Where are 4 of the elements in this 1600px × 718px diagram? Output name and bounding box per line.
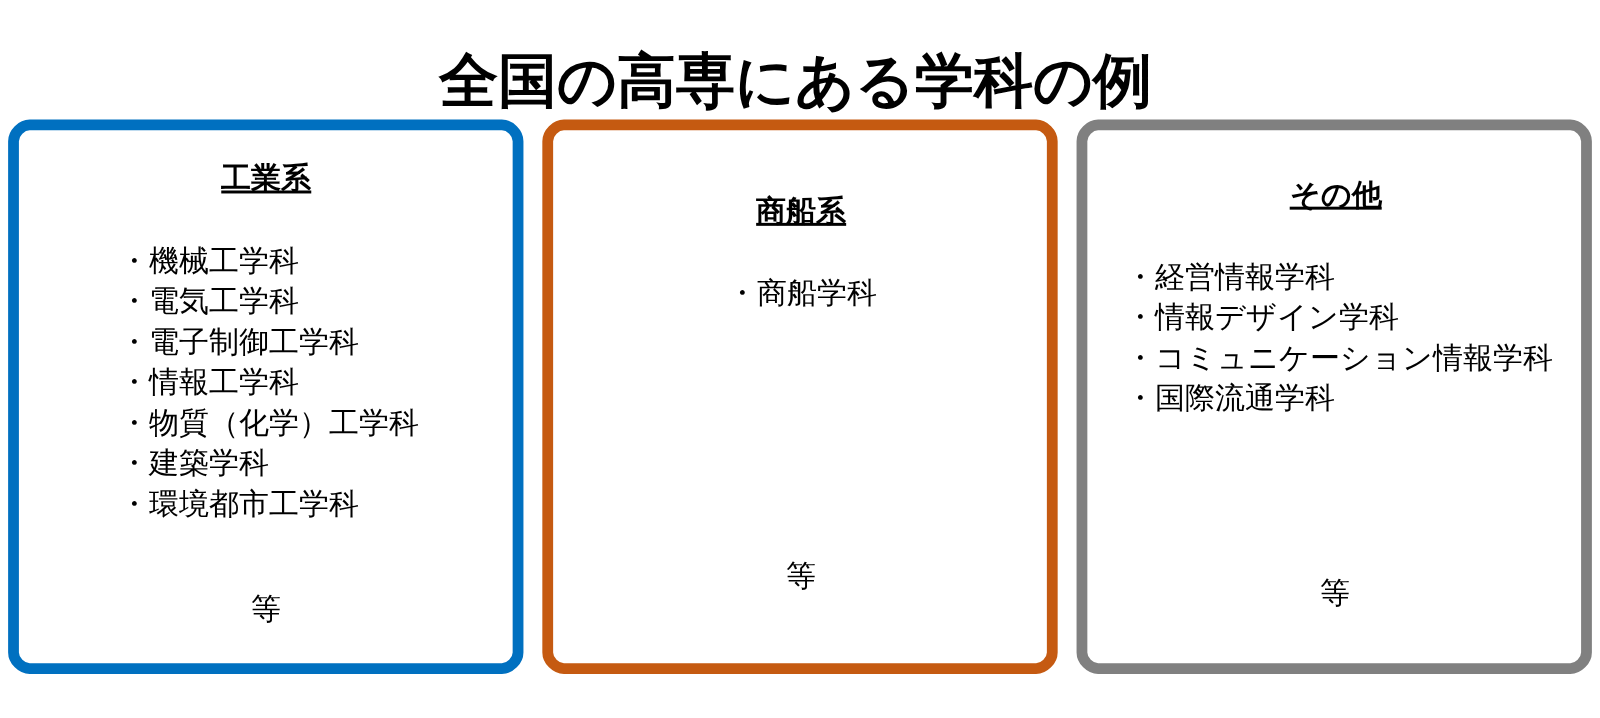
diagram-title: 全国の高専にある学科の例 <box>439 45 1153 115</box>
node-box: 工業系 ・機械工学科 ・電気工学科 ・電子制御工学科 ・情報工学科 ・物質（化学）工学科 ・建築学科 ・環境都市工学科 等 <box>8 119 524 674</box>
node-box: 商船系 ・商船学科 等 <box>542 119 1058 674</box>
node-box: その他 ・経営情報学科 ・情報デザイン学科 ・コミュニケーション情報学科 ・国際流通学科 等 <box>1076 119 1592 674</box>
